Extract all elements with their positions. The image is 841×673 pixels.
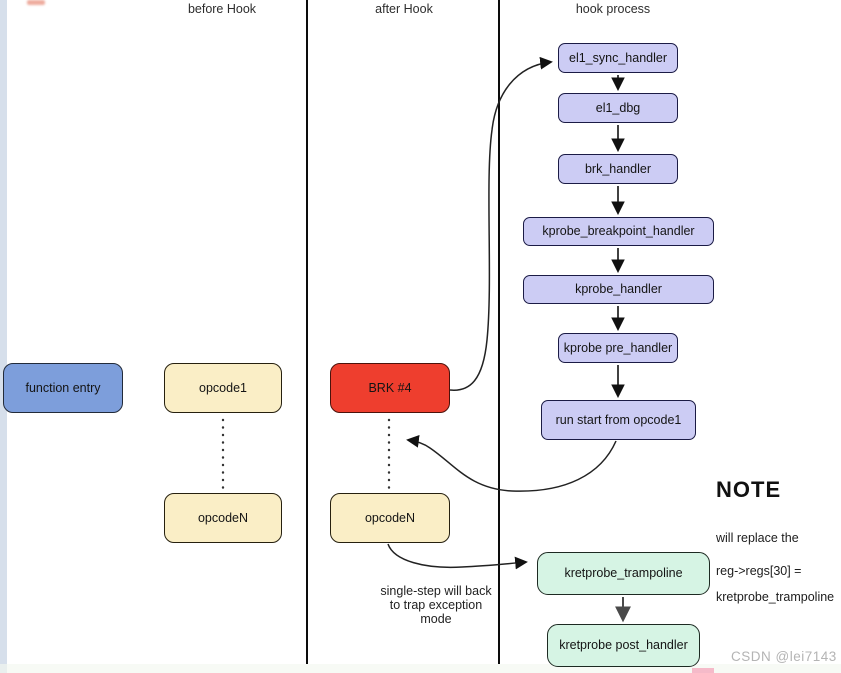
- node-opcode1-before-label: opcode1: [199, 380, 247, 395]
- node-kprobe-handler-label: kprobe_handler: [575, 282, 662, 297]
- csdn-watermark: CSDN @lei7143: [731, 649, 837, 664]
- node-run-start-from-opcode1-label: run start from opcode1: [555, 412, 682, 427]
- single-step-annotation: single-step will back to trap exception …: [380, 584, 492, 626]
- node-brk-handler: brk_handler: [558, 154, 678, 184]
- node-kprobe-pre-handler-label: kprobe pre_handler: [563, 340, 673, 355]
- node-el1-sync-handler-label: el1_sync_handler: [569, 50, 667, 65]
- curve-opcodeN-to-trampoline: [387, 543, 528, 570]
- node-function-entry: function entry: [3, 363, 123, 413]
- node-opcodeN-after: opcodeN: [330, 493, 450, 543]
- bottom-edge-strip: [0, 664, 841, 673]
- node-el1-sync-handler: el1_sync_handler: [558, 43, 678, 73]
- node-opcodeN-before: opcodeN: [164, 493, 282, 543]
- node-kprobe-breakpoint-handler-label: kprobe_breakpoint_handler: [542, 224, 695, 239]
- note-line-3: kretprobe_trampoline: [716, 590, 835, 604]
- node-kretprobe-post-handler: kretprobe post_handler: [547, 624, 700, 667]
- node-kretprobe-trampoline: kretprobe_trampoline: [537, 552, 710, 595]
- node-kprobe-handler: kprobe_handler: [523, 275, 714, 304]
- left-edge-strip: [0, 0, 7, 673]
- node-function-entry-label: function entry: [25, 380, 101, 395]
- column-header-after-hook: after Hook: [375, 2, 433, 16]
- note-line-2: reg->regs[30] =: [716, 564, 802, 578]
- top-edge-artifact: [27, 0, 45, 5]
- node-opcodeN-after-label: opcodeN: [364, 510, 416, 525]
- node-kprobe-breakpoint-handler: kprobe_breakpoint_handler: [523, 217, 714, 246]
- bottom-pink-artifact: [692, 668, 714, 673]
- node-kretprobe-trampoline-label: kretprobe_trampoline: [564, 566, 683, 581]
- column-header-hook-process: hook process: [575, 2, 651, 16]
- node-el1-dbg: el1_dbg: [558, 93, 678, 123]
- node-kprobe-pre-handler: kprobe pre_handler: [558, 333, 678, 363]
- curve-runstart-to-singlestep: [406, 435, 617, 492]
- node-run-start-from-opcode1: run start from opcode1: [541, 400, 696, 440]
- node-opcode1-before: opcode1: [164, 363, 282, 413]
- column-divider-2: [498, 0, 500, 664]
- column-header-before-hook: before Hook: [187, 2, 257, 16]
- node-brk4-label: BRK #4: [368, 380, 412, 395]
- node-brk-handler-label: brk_handler: [584, 161, 651, 176]
- note-title: NOTE: [716, 477, 782, 502]
- node-el1-dbg-label: el1_dbg: [595, 100, 641, 115]
- node-opcodeN-before-label: opcodeN: [197, 510, 249, 525]
- note-line-1: will replace the: [716, 531, 799, 545]
- node-brk4: BRK #4: [330, 363, 450, 413]
- node-kretprobe-post-handler-label: kretprobe post_handler: [559, 638, 688, 653]
- column-divider-1: [306, 0, 308, 664]
